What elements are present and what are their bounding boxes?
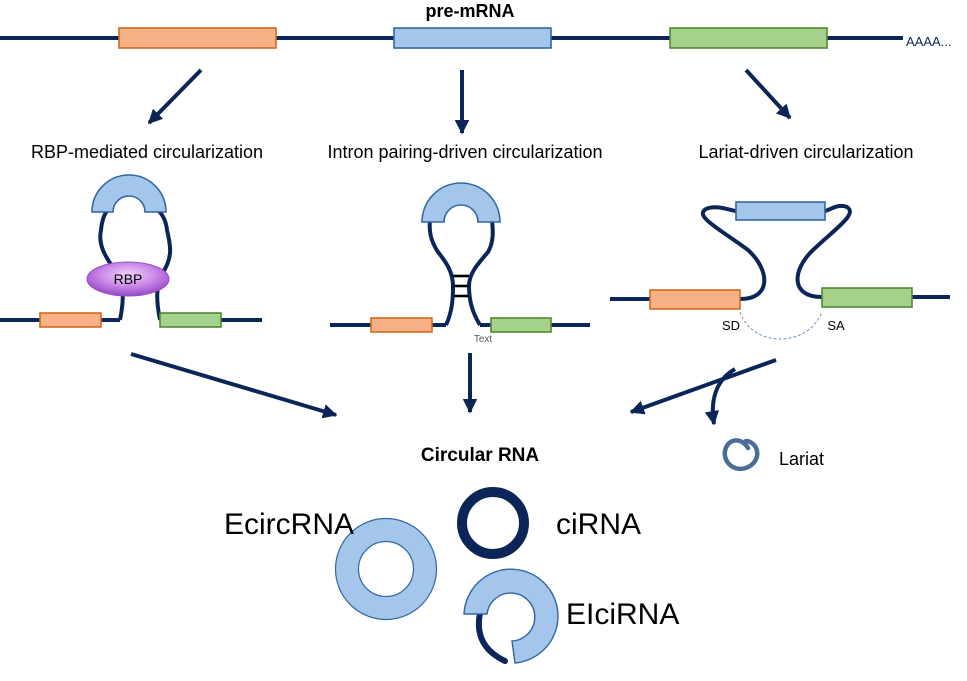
rbp-exon-green xyxy=(159,312,222,328)
intron-exon-arc xyxy=(421,182,501,223)
ecircrna-ring-shape xyxy=(335,518,437,620)
circular-rna-title: Circular RNA xyxy=(421,445,540,466)
elcirna-intron-segment xyxy=(475,610,508,664)
intron-pairing-pathway: Text xyxy=(330,182,590,345)
rbp-exon-arc xyxy=(91,174,167,213)
cirna-label: ciRNA xyxy=(556,508,641,541)
lariat-intron-left xyxy=(701,205,767,301)
ecircrna-label: EcircRNA xyxy=(224,508,354,541)
splice-acceptor-label: SA xyxy=(827,318,845,333)
rbp-pathway: RBP xyxy=(0,174,262,328)
lariat-exon-green xyxy=(821,287,913,308)
convergence-arrows xyxy=(130,352,777,426)
exon-orange xyxy=(118,27,277,49)
lariat-splice-link xyxy=(739,311,823,340)
rbp-exon-orange xyxy=(39,312,102,328)
intron-right-arm xyxy=(466,219,495,327)
rbp-intron-right xyxy=(155,208,173,321)
lariat-intron-right xyxy=(795,203,852,299)
cirna-ring xyxy=(457,487,529,559)
splice-donor-label: SD xyxy=(722,318,740,333)
arrow-rbp-to-circrna xyxy=(130,352,338,419)
rbp-protein-label: RBP xyxy=(114,271,143,287)
lariat-label: Lariat xyxy=(779,449,824,469)
elcirna-label: EIciRNA xyxy=(566,598,679,631)
exon-blue xyxy=(393,27,552,49)
intron-exon-green xyxy=(490,317,552,333)
label-rbp-mediated: RBP-mediated circularization xyxy=(31,142,263,162)
ecircrna-ring-inner-edge xyxy=(357,540,415,598)
arrow-to-lariat xyxy=(744,68,792,120)
lariat-exon-blue xyxy=(735,201,826,221)
elcirna-exon-arc xyxy=(463,568,559,664)
pathway-arrows xyxy=(147,68,792,135)
ecircrna-ring xyxy=(334,517,438,621)
ecircrna-ring-outer-edge xyxy=(334,517,438,621)
intron-base-pairs xyxy=(453,274,469,298)
arrow-to-lariat-byproduct xyxy=(704,367,737,426)
arrow-lariat-to-circrna xyxy=(629,358,777,415)
lariat-byproduct: Lariat xyxy=(722,438,824,472)
label-intron-pairing: Intron pairing-driven circularization xyxy=(327,142,602,162)
intron-text-label: Text xyxy=(474,334,493,345)
rbp-protein xyxy=(86,261,170,297)
lariat-exon-orange xyxy=(649,289,741,310)
arrow-to-rbp xyxy=(147,68,203,125)
poly-a-tail: AAAA... xyxy=(906,34,952,49)
pre-mrna-title: pre-mRNA xyxy=(425,1,514,21)
intron-exon-orange xyxy=(370,317,433,333)
label-lariat-driven: Lariat-driven circularization xyxy=(698,142,913,162)
elcirna-ring xyxy=(463,568,559,664)
pre-mrna: pre-mRNA AAAA... xyxy=(0,1,952,49)
exon-green xyxy=(669,27,828,49)
lariat-pathway: SD SA xyxy=(610,201,950,340)
lariat-loop-icon xyxy=(722,438,760,472)
intron-left-arm xyxy=(427,219,456,326)
